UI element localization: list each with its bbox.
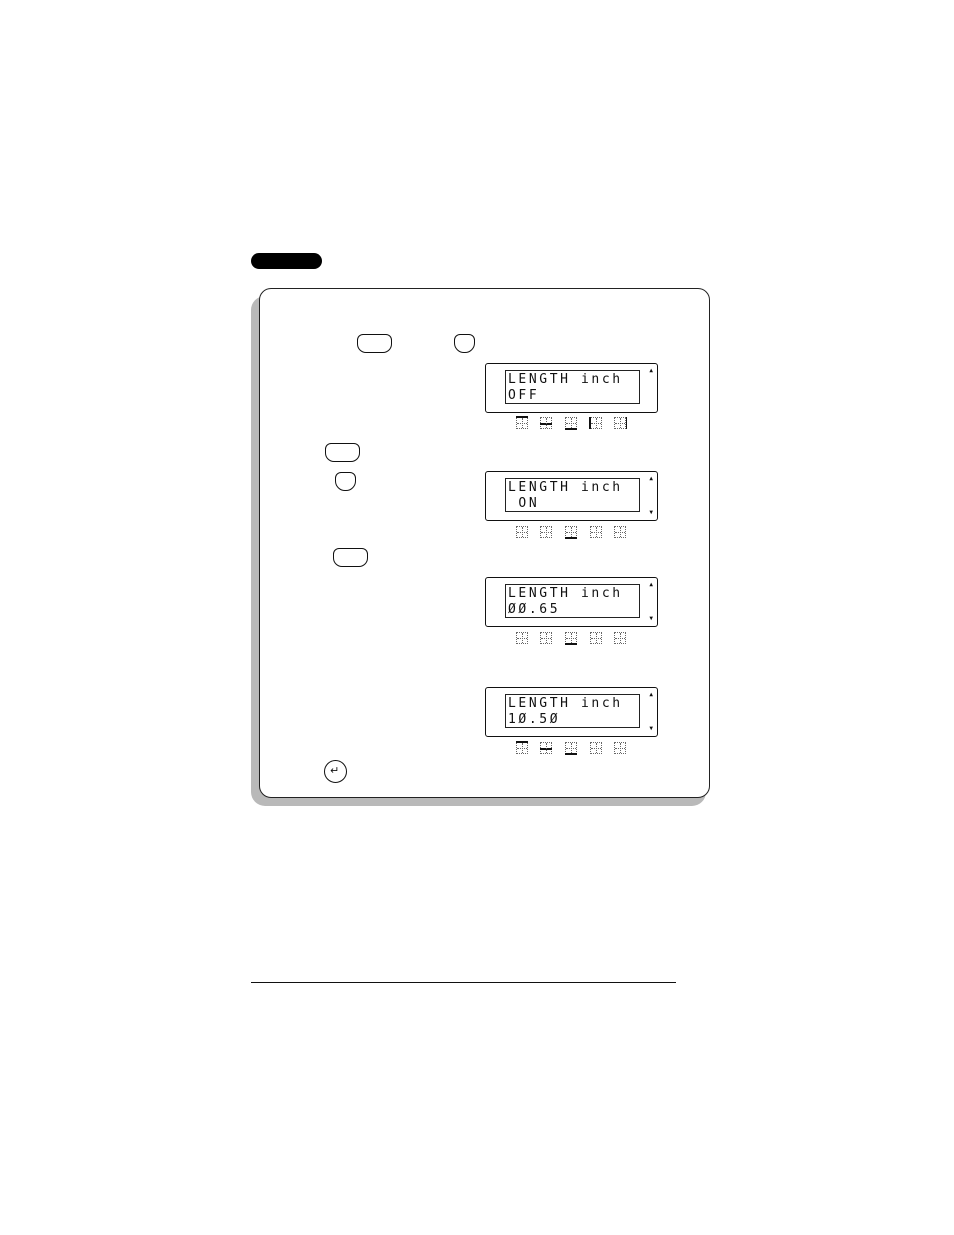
indicator-icon <box>540 632 552 644</box>
indicator-icon <box>540 417 552 429</box>
lcd-screen: LENGTH inch OFF <box>505 370 640 404</box>
lcd-screen: LENGTH inch ØØ.65 <box>505 584 640 618</box>
indicator-icon <box>565 417 577 430</box>
indicator-icon <box>540 526 552 538</box>
lcd-line-2: ØØ.65 <box>508 602 561 617</box>
indicator-icon <box>565 526 577 539</box>
indicator-icon <box>516 632 528 644</box>
indicator-icon <box>614 632 626 644</box>
lcd-line-2: 1Ø.5Ø <box>508 712 561 727</box>
lcd-line-2: OFF <box>508 388 540 403</box>
indicator-icon <box>614 526 626 538</box>
indicator-icon <box>614 417 627 429</box>
indicator-icon <box>590 526 602 538</box>
status-indicators-4 <box>516 741 636 756</box>
lcd-screen: LENGTH inch 1Ø.5Ø <box>505 694 640 728</box>
lcd-line-1: LENGTH inch <box>508 372 623 387</box>
function-key-icon-step3 <box>333 548 368 567</box>
indicator-icon <box>540 742 552 754</box>
scroll-up-indicator-icon: ▲ <box>649 691 653 698</box>
enter-key-icon: ↵ <box>324 760 347 783</box>
lcd-display-3: LENGTH inch ØØ.65 ▲ ▼ <box>485 577 658 627</box>
lcd-line-1: LENGTH inch <box>508 586 623 601</box>
lcd-line-1: LENGTH inch <box>508 696 623 711</box>
indicator-icon <box>589 417 602 429</box>
scroll-down-indicator-icon: ▼ <box>649 615 653 622</box>
section-tab-marker <box>251 253 322 269</box>
cursor-key-icon-step2 <box>335 472 356 491</box>
indicator-icon <box>590 632 602 644</box>
lcd-line-1: LENGTH inch <box>508 480 623 495</box>
function-key-icon <box>357 334 392 353</box>
lcd-display-2: LENGTH inch ON ▲ ▼ <box>485 471 658 521</box>
indicator-icon <box>565 742 577 755</box>
indicator-icon <box>516 526 528 538</box>
lcd-line-2: ON <box>508 496 540 511</box>
status-indicators-1 <box>516 416 636 431</box>
scroll-down-indicator-icon: ▼ <box>649 725 653 732</box>
indicator-icon <box>590 742 602 754</box>
status-indicators-2 <box>516 526 636 540</box>
indicator-icon <box>516 741 528 754</box>
scroll-up-indicator-icon: ▲ <box>649 475 653 482</box>
indicator-icon <box>565 632 577 645</box>
scroll-up-indicator-icon: ▲ <box>649 367 653 374</box>
status-indicators-3 <box>516 632 636 646</box>
footer-rule <box>251 982 676 983</box>
indicator-icon <box>614 742 626 754</box>
lcd-screen: LENGTH inch ON <box>505 478 640 512</box>
scroll-down-indicator-icon: ▼ <box>649 509 653 516</box>
enter-arrow-icon: ↵ <box>330 764 340 777</box>
function-key-icon-step2 <box>325 443 360 462</box>
scroll-up-indicator-icon: ▲ <box>649 581 653 588</box>
lcd-display-4: LENGTH inch 1Ø.5Ø ▲ ▼ <box>485 687 658 737</box>
indicator-icon <box>516 416 528 429</box>
cursor-key-icon <box>454 334 475 353</box>
lcd-display-1: LENGTH inch OFF ▲ <box>485 363 658 413</box>
